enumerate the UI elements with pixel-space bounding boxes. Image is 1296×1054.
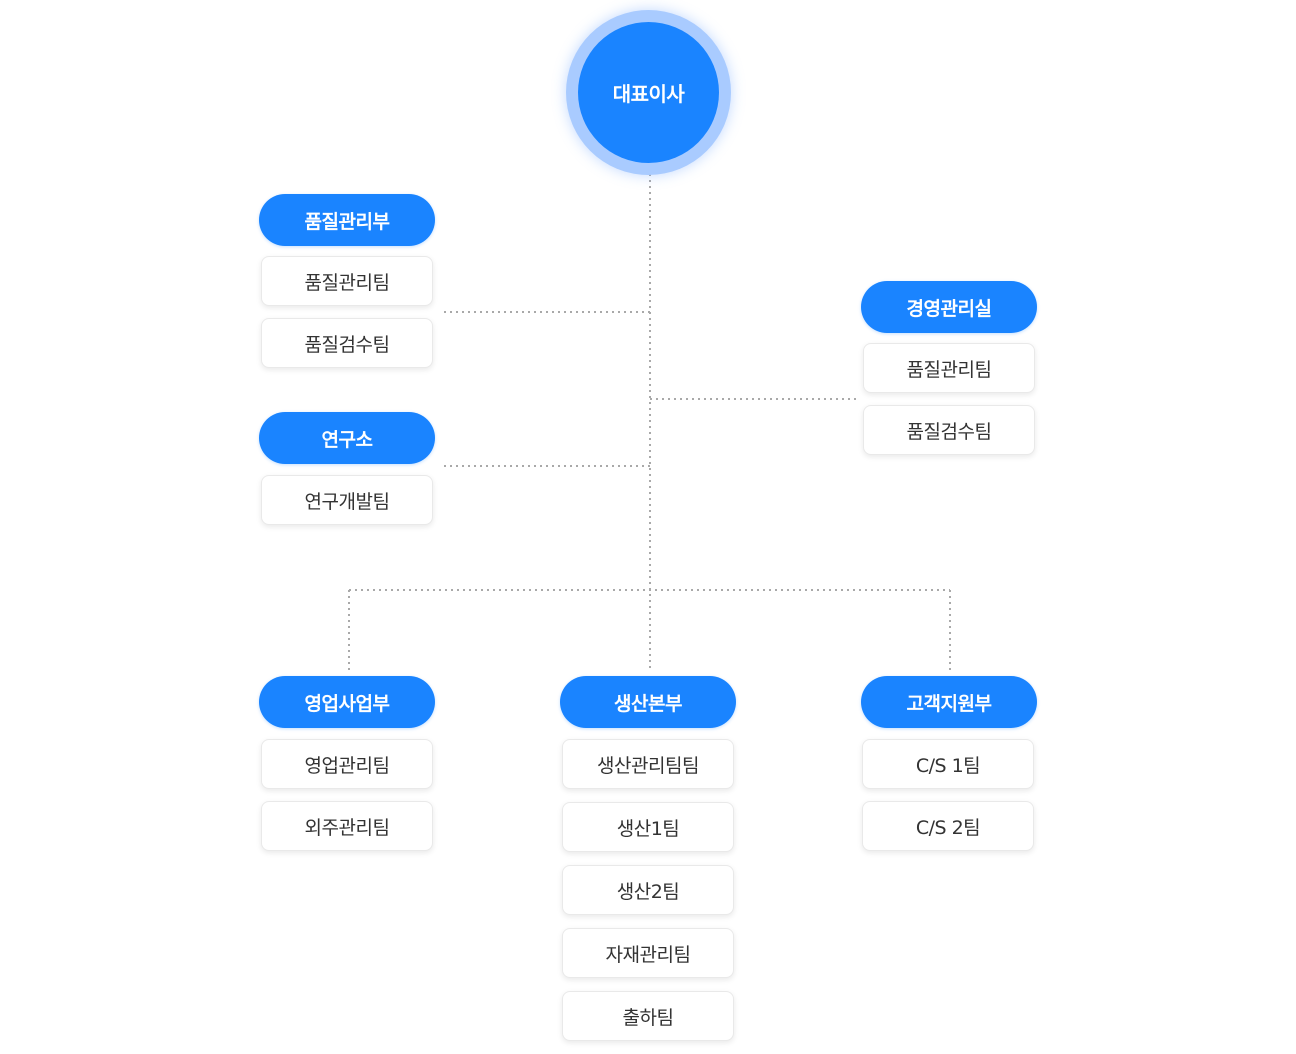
dept-research: 연구소 <box>259 412 435 464</box>
team-cs-1: C/S 1팀 <box>862 739 1034 789</box>
team-quality-inspection: 품질검수팀 <box>261 318 433 368</box>
dept-sales: 영업사업부 <box>259 676 435 728</box>
dept-customer-support: 고객지원부 <box>861 676 1037 728</box>
team-shipping: 출하팀 <box>562 991 734 1041</box>
team-production-2: 생산2팀 <box>562 865 734 915</box>
dept-management: 경영관리실 <box>861 281 1037 333</box>
team-research-development: 연구개발팀 <box>261 475 433 525</box>
team-production-1: 생산1팀 <box>562 802 734 852</box>
ceo-node: 대표이사 <box>578 22 719 163</box>
team-outsourcing-management: 외주관리팀 <box>261 801 433 851</box>
dept-quality: 품질관리부 <box>259 194 435 246</box>
team-quality-control: 품질관리팀 <box>261 256 433 306</box>
team-cs-2: C/S 2팀 <box>862 801 1034 851</box>
team-materials-management: 자재관리팀 <box>562 928 734 978</box>
team-sales-management: 영업관리팀 <box>261 739 433 789</box>
team-management-quality-inspection: 품질검수팀 <box>863 405 1035 455</box>
dept-production: 생산본부 <box>560 676 736 728</box>
team-management-quality-control: 품질관리팀 <box>863 343 1035 393</box>
team-production-management: 생산관리팀팀 <box>562 739 734 789</box>
